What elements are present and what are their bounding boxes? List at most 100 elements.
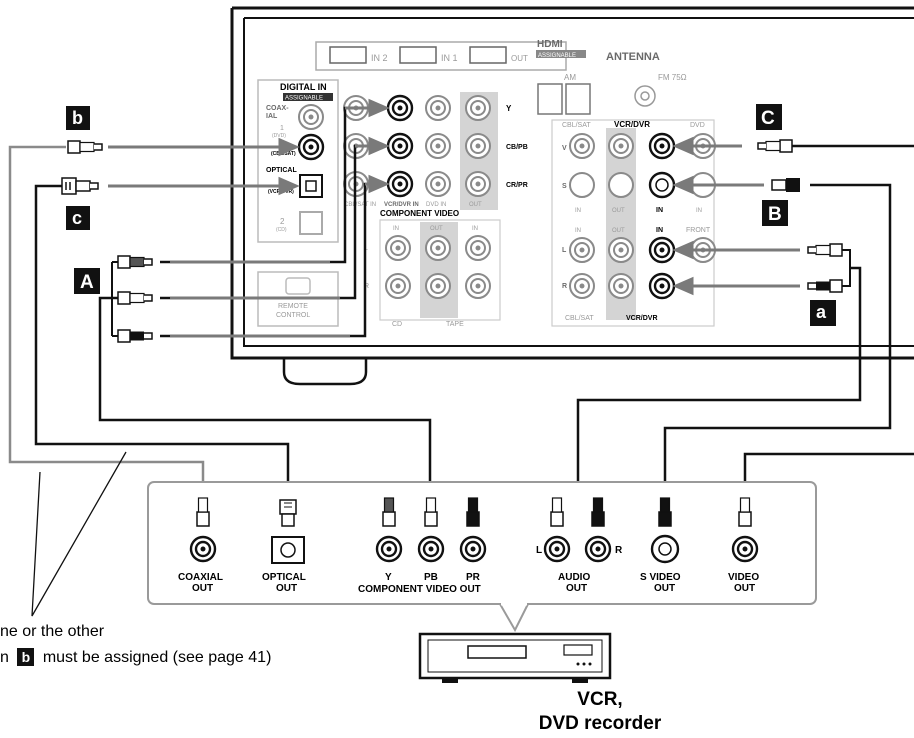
svg-text:VCR/DVR: VCR/DVR <box>626 315 658 322</box>
component-pr-jack <box>386 170 414 198</box>
svg-text:OUT: OUT <box>511 54 528 63</box>
hdmi-in1-port <box>399 46 437 64</box>
svg-text:REMOTE: REMOTE <box>278 303 308 310</box>
hdmi-out-port <box>469 46 507 64</box>
svg-text:R: R <box>615 545 623 556</box>
note-line-2-prefix: n <box>0 649 9 666</box>
svg-text:AUDIO: AUDIO <box>558 572 590 583</box>
svg-text:S: S <box>562 183 567 190</box>
hdmi-section: IN 2 IN 1 OUT HDMI ASSIGNABLE <box>315 39 586 71</box>
audio-plug-l <box>807 243 843 257</box>
component-pr-plug <box>117 329 153 343</box>
svg-text:IN: IN <box>656 207 663 214</box>
svg-text:OUT: OUT <box>654 583 675 594</box>
svg-text:DIGITAL IN: DIGITAL IN <box>280 82 327 92</box>
svg-text:DVD: DVD <box>690 122 705 129</box>
svg-text:IN: IN <box>472 226 478 232</box>
video-in-jack <box>648 132 676 160</box>
component-video-section: Y CB/PB CR/PR CBL/SAT IN VCR/DVR IN DVD … <box>343 92 528 218</box>
svg-text:OUT: OUT <box>276 583 297 594</box>
note-line-1: ne or the other <box>0 623 105 640</box>
svg-text:OUT: OUT <box>734 583 755 594</box>
svg-text:FM 75Ω: FM 75Ω <box>658 73 687 82</box>
coaxial-in2-jack <box>297 133 325 161</box>
svg-text:2: 2 <box>280 217 285 226</box>
svg-text:IN: IN <box>393 226 399 232</box>
cables <box>8 106 914 500</box>
svg-text:Y: Y <box>506 104 512 113</box>
svg-text:CONTROL: CONTROL <box>276 312 310 319</box>
antenna-section: ANTENNA AM FM 75Ω <box>537 51 687 115</box>
svg-text:OUT: OUT <box>566 583 587 594</box>
svg-text:OUT: OUT <box>430 226 443 232</box>
svg-text:DVD IN: DVD IN <box>426 202 446 208</box>
svg-text:CBL/SAT IN: CBL/SAT IN <box>344 202 376 208</box>
label-c-badge <box>66 206 90 230</box>
optical-in2-port <box>299 211 323 235</box>
svg-text:L: L <box>562 247 567 254</box>
note-line-2: n b must be assigned (see page 41) <box>0 648 271 667</box>
svg-text:R: R <box>364 283 369 290</box>
receiver-rear-panel: IN 2 IN 1 OUT HDMI ASSIGNABLE ANTENNA AM… <box>230 6 914 386</box>
vcr-device-icon <box>418 632 612 683</box>
svg-text:IN 1: IN 1 <box>441 53 458 63</box>
note-pointer <box>31 451 127 617</box>
audio-l-in-jack <box>648 236 676 264</box>
device-name-line-1: VCR, <box>577 689 623 710</box>
svg-text:COMPONENT VIDEO OUT: COMPONENT VIDEO OUT <box>358 584 481 595</box>
svg-text:(DVD): (DVD) <box>272 133 286 139</box>
svg-text:ASSIGNABLE: ASSIGNABLE <box>538 53 576 59</box>
note-label-b-badge: b <box>17 648 35 666</box>
component-pb-plug <box>117 291 153 305</box>
hdmi-in2-port <box>329 46 367 64</box>
svg-text:CR/PR: CR/PR <box>506 182 528 189</box>
svg-text:IN: IN <box>575 208 581 214</box>
video-plug-C <box>757 139 793 153</box>
audio-plug-r <box>807 279 843 293</box>
coax-plug-b <box>67 140 103 154</box>
svg-text:(CD): (CD) <box>276 227 287 233</box>
svg-text:OPTICAL: OPTICAL <box>266 167 297 174</box>
svg-text:VCR/DVR: VCR/DVR <box>614 120 650 129</box>
svg-text:OUT: OUT <box>612 228 625 234</box>
plugs <box>61 139 843 343</box>
svg-text:S VIDEO: S VIDEO <box>640 572 681 583</box>
label-A-badge <box>74 268 100 294</box>
svg-text:PR: PR <box>466 572 481 583</box>
svg-text:PB: PB <box>424 572 438 583</box>
svg-text:HDMI: HDMI <box>537 39 563 50</box>
svg-text:COAX-: COAX- <box>266 105 289 112</box>
svg-text:IN: IN <box>656 227 663 234</box>
svg-text:A: A <box>80 272 94 293</box>
svg-text:COAXIAL: COAXIAL <box>178 572 223 583</box>
svg-text:IN: IN <box>575 228 581 234</box>
svg-text:OUT: OUT <box>192 583 213 594</box>
svg-text:OUT: OUT <box>612 208 625 214</box>
label-a-badge <box>810 300 836 326</box>
svg-text:CBL/SAT: CBL/SAT <box>565 315 594 322</box>
svg-text:L: L <box>536 545 542 556</box>
svg-text:B: B <box>768 204 782 225</box>
svg-text:V: V <box>562 145 567 152</box>
vcr-rear-panel: COAXIAL OUT OPTICAL OUT Y PB PR COMPONEN… <box>147 481 817 633</box>
device-name-line-2: DVD recorder <box>538 713 662 734</box>
digital-in-section: DIGITAL IN ASSIGNABLE COAX- IAL 1 (DVD) … <box>257 79 339 243</box>
svg-text:c: c <box>72 208 82 228</box>
label-b-badge <box>66 106 90 130</box>
note-line-2-text: must be assigned (see page 41) <box>42 649 272 666</box>
label-B-badge <box>762 200 788 226</box>
cable-labels: b c A C B a <box>66 104 836 326</box>
analog-audio-section: L R IN OUT IN CD TAPE <box>364 219 501 328</box>
optical-plug-c <box>61 177 99 195</box>
svg-text:FRONT: FRONT <box>686 227 711 234</box>
coaxial-in1-jack <box>298 104 324 130</box>
svg-text:1: 1 <box>280 125 284 132</box>
svg-text:a: a <box>816 302 827 322</box>
svg-text:IAL: IAL <box>266 113 278 120</box>
svg-text:CD: CD <box>392 321 402 328</box>
svg-text:ASSIGNABLE: ASSIGNABLE <box>285 96 323 102</box>
svg-text:VCR/DVR IN: VCR/DVR IN <box>384 202 419 208</box>
component-y-plug <box>117 255 153 269</box>
svg-text:Y: Y <box>385 572 392 583</box>
